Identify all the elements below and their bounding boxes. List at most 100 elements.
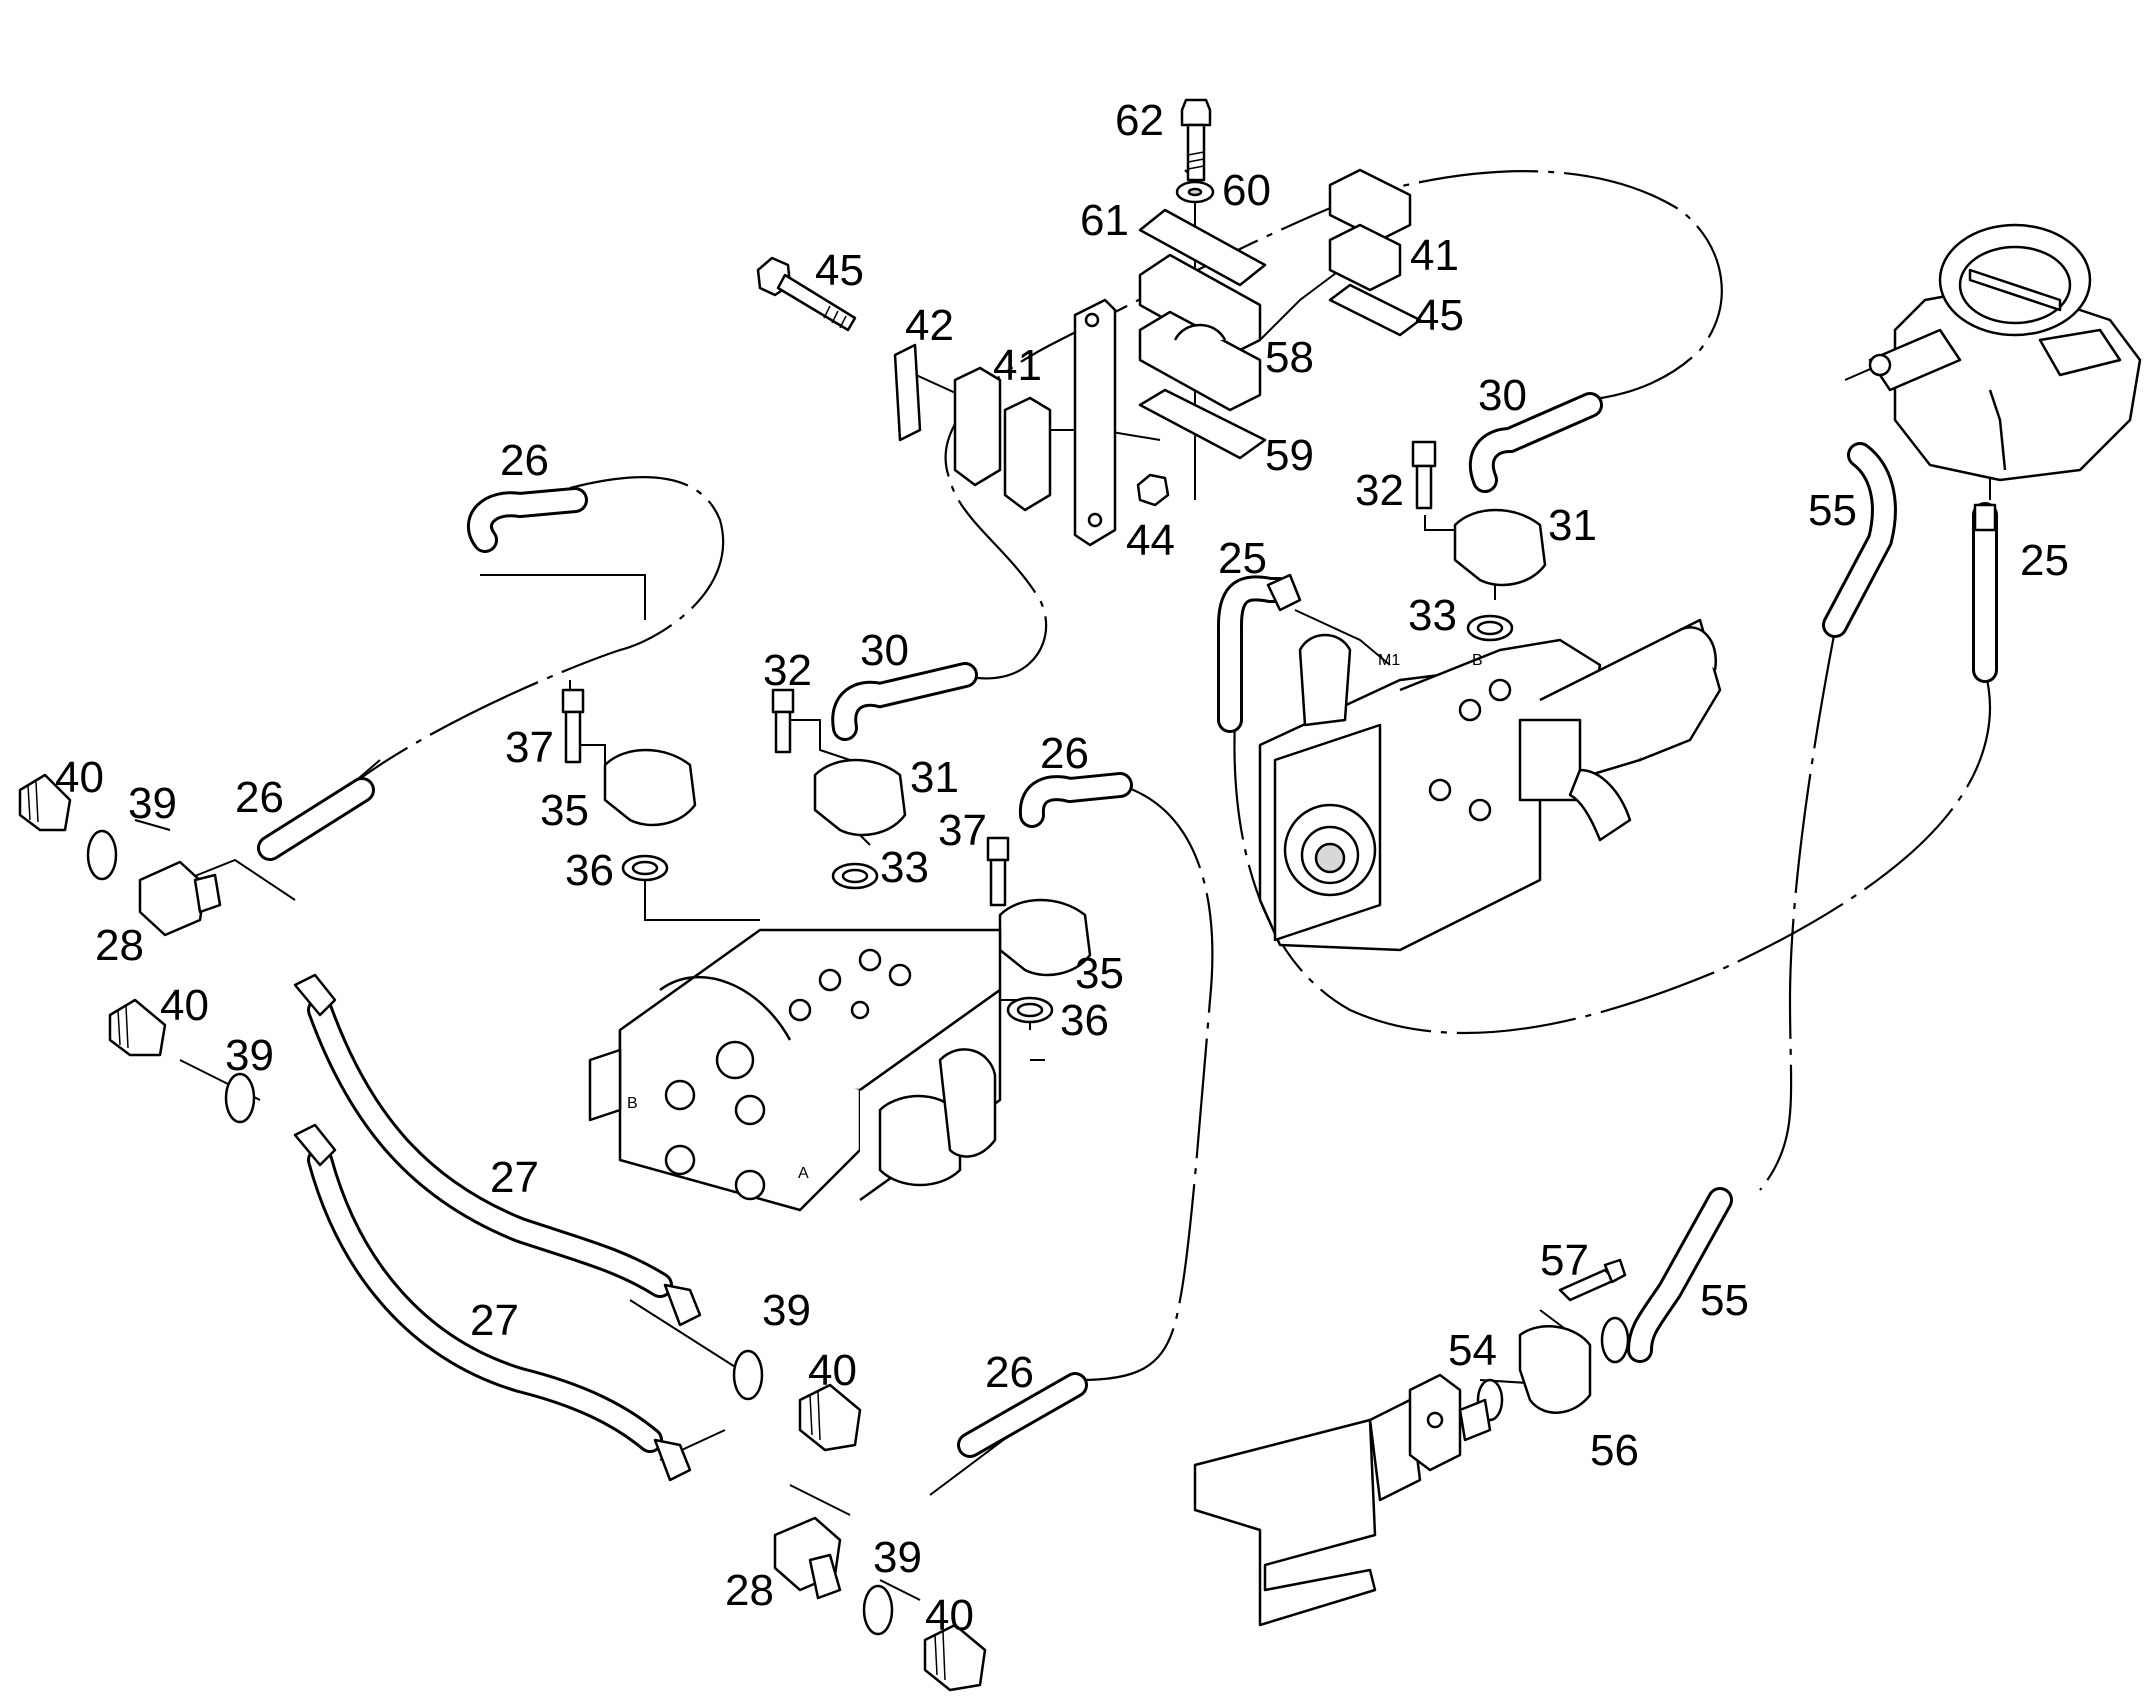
label-36-left: 36 [565, 846, 614, 895]
label-37-right: 37 [938, 806, 987, 855]
plate-45-right [1328, 283, 1422, 337]
split-flange-31-right [1453, 508, 1547, 587]
label-26-upper-left: 26 [500, 436, 549, 485]
port-mark-b-pump: B [1472, 652, 1483, 669]
label-30-right: 30 [1478, 371, 1527, 420]
label-30-center: 30 [860, 626, 909, 675]
washer-39-top-left [86, 829, 118, 881]
label-26-center-right: 26 [1040, 729, 1089, 778]
tee-28-bottom [773, 1516, 842, 1600]
label-55-lower: 55 [1700, 1276, 1749, 1325]
adapter-40-mid [798, 1383, 862, 1452]
screw-32-center [771, 688, 795, 754]
label-56: 56 [1590, 1426, 1639, 1475]
split-flange-35-left [603, 748, 697, 827]
adapter-40-top-left [18, 773, 72, 832]
hose-30-right [1468, 392, 1603, 493]
label-40-mid: 40 [808, 1346, 857, 1395]
upper-right-pump [1868, 223, 2142, 482]
port-mark-b-valve: B [627, 1095, 638, 1112]
label-59: 59 [1265, 431, 1314, 480]
port-mark-m1: M1 [1378, 652, 1400, 669]
label-31-center: 31 [910, 753, 959, 802]
screw-57 [1558, 1258, 1627, 1302]
adapter-40-mid-left [108, 998, 167, 1057]
label-55-upper: 55 [1808, 486, 1857, 535]
label-33-right: 33 [1408, 591, 1457, 640]
label-41-right: 41 [1410, 231, 1459, 280]
label-35-left: 35 [540, 786, 589, 835]
hose-27-lower [307, 1147, 663, 1453]
hose-clamp-bracket-assembly [756, 98, 1422, 547]
adapter-40-bottom [923, 1623, 987, 1692]
tees-and-adapters [18, 503, 1997, 1692]
washer-39-bottom [862, 1584, 894, 1636]
label-35-right: 35 [1075, 949, 1124, 998]
label-39-bottom: 39 [873, 1533, 922, 1582]
port-markings: M1 B B A [627, 652, 1483, 1182]
split-flange-56 [1518, 1325, 1592, 1414]
clamp-half-58 [1138, 253, 1262, 412]
label-27-upper: 27 [490, 1153, 539, 1202]
label-32-right: 32 [1355, 466, 1404, 515]
mounting-port-block [1193, 1373, 1492, 1627]
label-31-right: 31 [1548, 501, 1597, 550]
split-flange-31-center [813, 758, 907, 837]
label-36-right: 36 [1060, 996, 1109, 1045]
hose-30-center [831, 662, 978, 741]
label-40-top-left: 40 [55, 753, 104, 802]
washer-39-mid-left [224, 1072, 256, 1124]
label-58: 58 [1265, 333, 1314, 382]
label-25-pump: 25 [1218, 534, 1267, 583]
label-26-left: 26 [235, 773, 284, 822]
label-37-left: 37 [505, 723, 554, 772]
hose-27-upper [307, 997, 673, 1298]
label-39-mid-left: 39 [225, 1031, 274, 1080]
label-61: 61 [1080, 196, 1129, 245]
screw-32-right [1411, 440, 1437, 510]
hose-26-center-right [1018, 772, 1133, 828]
hydraulic-pump [1258, 618, 1722, 952]
label-26-lower: 26 [985, 1348, 1034, 1397]
hose-55-upper [1822, 442, 1897, 638]
plate-42 [893, 343, 922, 442]
label-39-top-left: 39 [128, 779, 177, 828]
hose-25-pump [1217, 575, 1293, 733]
label-57: 57 [1540, 1236, 1589, 1285]
cover-plate-61 [1138, 208, 1267, 287]
label-60: 60 [1222, 166, 1271, 215]
screw-37-right [986, 836, 1010, 907]
label-28-top: 28 [95, 921, 144, 970]
clamp-41-left [953, 366, 1052, 512]
control-valve-block [588, 928, 1002, 1212]
label-27-lower: 27 [470, 1296, 519, 1345]
label-33-center: 33 [880, 843, 929, 892]
label-54: 54 [1448, 1326, 1497, 1375]
label-62: 62 [1115, 96, 1164, 145]
clamp-41-right [1328, 168, 1412, 292]
label-40-bottom: 40 [925, 1591, 974, 1640]
screw-37-left [561, 688, 585, 764]
label-41-left: 41 [993, 341, 1042, 390]
bolt-62 [1180, 98, 1212, 182]
o-ring-55 [1600, 1316, 1630, 1364]
label-25-right: 25 [2020, 536, 2069, 585]
callout-labels: 62 60 61 41 45 45 42 41 58 59 44 26 30 3… [55, 96, 2069, 1640]
label-45-left: 45 [815, 246, 864, 295]
label-45-right: 45 [1415, 291, 1464, 340]
nut-44 [1136, 473, 1170, 507]
label-39-mid: 39 [762, 1286, 811, 1335]
hose-26-left [257, 777, 375, 861]
label-32-center: 32 [763, 646, 812, 695]
label-40-mid-left: 40 [160, 981, 209, 1030]
hose-55-lower [1627, 1187, 1733, 1363]
split-flange-35-right [998, 898, 1092, 977]
bolt-45 [756, 256, 857, 332]
tee-28-top [138, 860, 222, 937]
mounting-bar [1073, 298, 1117, 547]
hose-26-lower [957, 1372, 1088, 1458]
label-28-bottom: 28 [725, 1566, 774, 1615]
label-42: 42 [905, 301, 954, 350]
port-mark-a-valve: A [798, 1165, 809, 1182]
